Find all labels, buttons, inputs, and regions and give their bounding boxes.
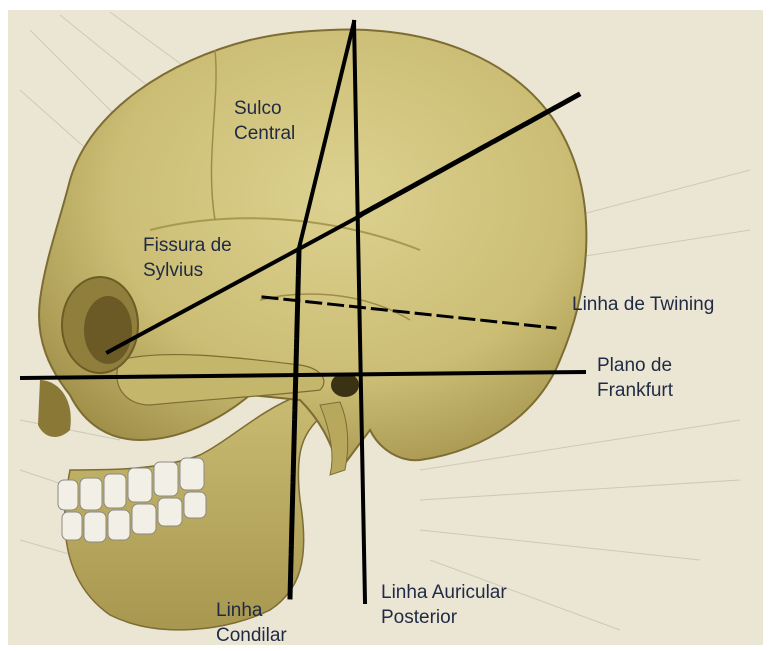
label-linha-condilar: Linha Condilar [216, 598, 287, 648]
label-plano-frankfurt: Plano de Frankfurt [597, 353, 673, 403]
label-sulco-central: Sulco Central [234, 96, 295, 146]
label-linha-twining: Linha de Twining [572, 292, 714, 317]
label-linha-auricular-posterior: Linha Auricular Posterior [381, 580, 507, 630]
label-fissura-sylvius: Fissura de Sylvius [143, 233, 232, 283]
